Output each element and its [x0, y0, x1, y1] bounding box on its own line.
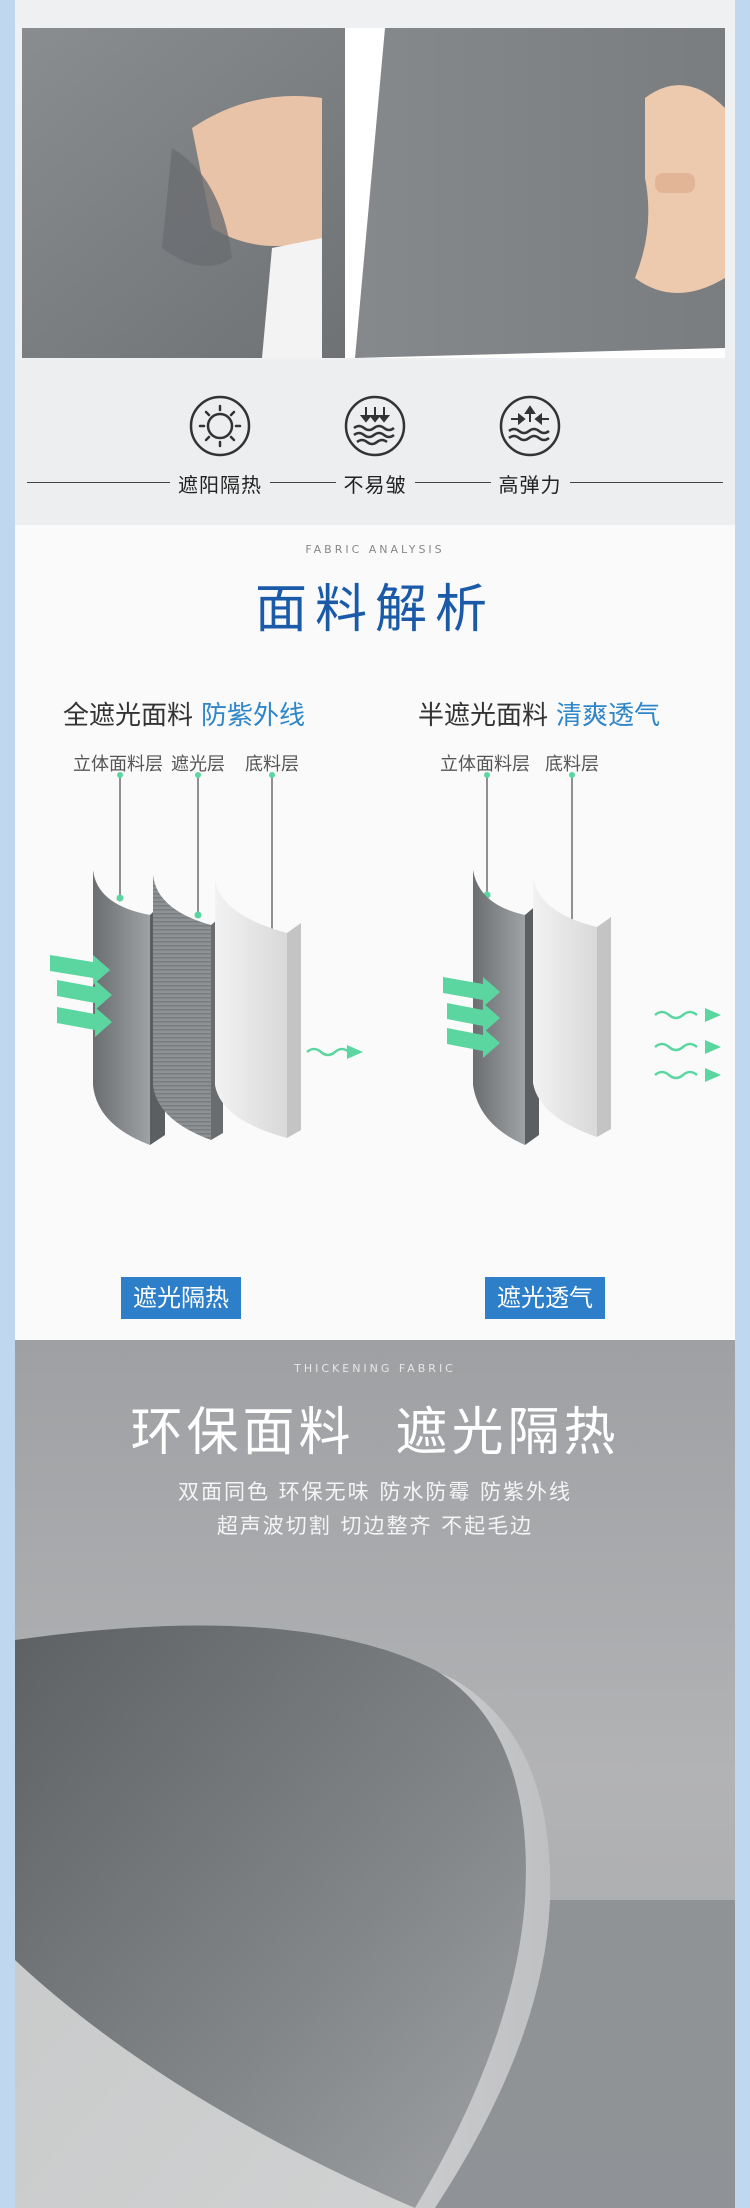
semi-blackout-badge: 遮光透气 [485, 1277, 605, 1319]
feature-label: 高弹力 [490, 469, 570, 498]
fabric-title: 环保面料 遮光隔热 [130, 1403, 620, 1463]
fabric-features-line2: 超声波切割 切边整齐 不起毛边 [216, 1514, 534, 1538]
feature-elastic-block: 高弹力 [465, 395, 595, 498]
semi-blackout-highlight: 清爽透气 [556, 701, 661, 731]
layer-label-surface: 立体面料层 [440, 754, 530, 775]
full-blackout-badge: 遮光隔热 [121, 1277, 241, 1319]
fabric-analysis-section: FABRIC ANALYSIS 面料解析 全遮光面料防紫外线 立体面料层 遮光层… [15, 525, 735, 1340]
layer-label-base: 底料层 [545, 754, 599, 775]
layer-label-blackout: 遮光层 [171, 754, 225, 775]
product-photos [15, 0, 735, 360]
feature-label: 不易皱 [335, 469, 415, 498]
layer-label-surface: 立体面料层 [73, 754, 163, 775]
semi-blackout-diagram [443, 772, 721, 1145]
feature-heat-block: 遮阳隔热 [155, 395, 285, 498]
layer-label-base: 底料层 [245, 754, 299, 775]
smooth-wave-icon [344, 395, 406, 457]
feature-label: 遮阳隔热 [170, 469, 270, 498]
full-blackout-title: 全遮光面料 [63, 701, 194, 731]
feature-strip: 遮阳隔热 不易皱 [15, 360, 735, 525]
page-frame: 遮阳隔热 不易皱 [15, 0, 735, 2208]
analysis-title: 面料解析 [254, 580, 495, 640]
sun-icon [189, 395, 251, 457]
analysis-subhead: FABRIC ANALYSIS [305, 543, 445, 556]
semi-blackout-title: 半遮光面料 [418, 701, 549, 731]
fabric-subhead: THICKENING FABRIC [294, 1362, 456, 1375]
feature-wrinkle-block: 不易皱 [310, 395, 440, 498]
fabric-features-line1: 双面同色 环保无味 防水防霉 防紫外线 [177, 1480, 573, 1504]
full-blackout-diagram [50, 772, 363, 1145]
full-blackout-highlight: 防紫外线 [201, 701, 306, 731]
semi-blackout-heading: 半遮光面料清爽透气 [418, 695, 660, 732]
fabric-stretch-photo [345, 28, 725, 358]
thickening-fabric-section: THICKENING FABRIC 环保面料 遮光隔热 双面同色 环保无味 防水… [15, 1340, 735, 2208]
stretch-icon [499, 395, 561, 457]
fabric-curl-image [15, 1340, 735, 2208]
full-blackout-heading: 全遮光面料防紫外线 [63, 695, 305, 732]
